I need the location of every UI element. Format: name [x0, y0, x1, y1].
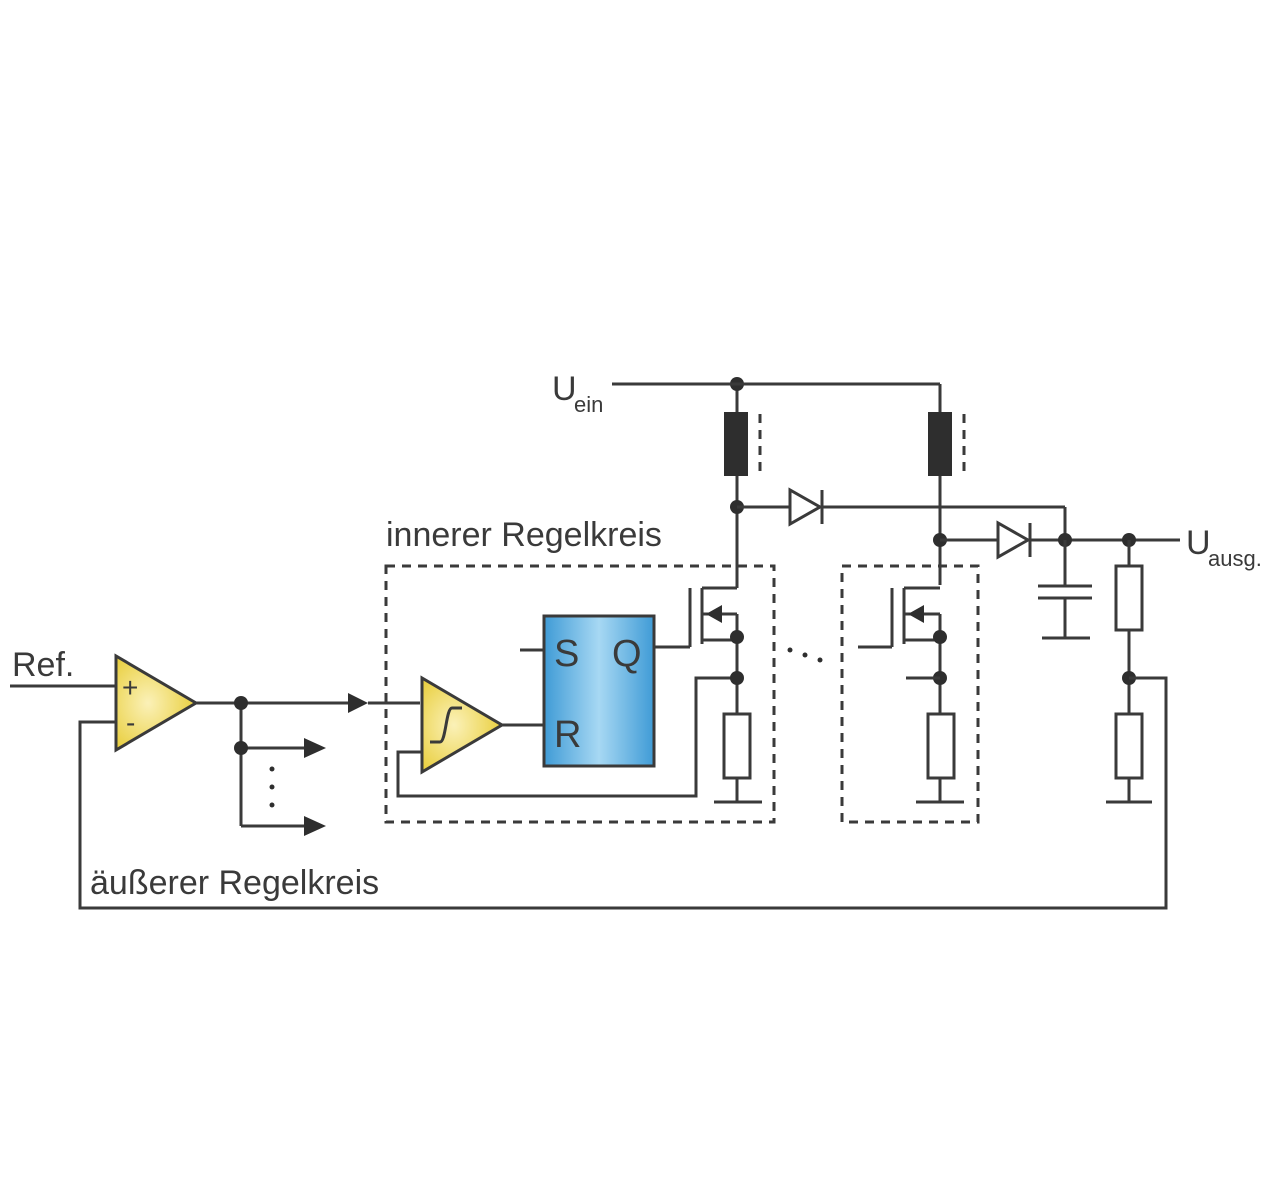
svg-text:U: U	[552, 370, 577, 408]
arrow-branch-n	[304, 816, 326, 836]
outer-loop-label: äußerer Regelkreis	[90, 864, 379, 902]
svg-text:ein: ein	[574, 392, 603, 417]
phase2-power-stage	[612, 382, 966, 804]
inductor-2	[928, 412, 952, 476]
input-voltage-label: U ein	[552, 370, 603, 417]
error-amplifier: + -	[114, 653, 199, 753]
inner-loop-label: innerer Regelkreis	[386, 516, 662, 554]
output-stage	[737, 487, 1180, 804]
svg-text:U: U	[1186, 524, 1211, 562]
phase2-box	[840, 564, 980, 824]
arrow-to-inner-loop	[348, 693, 368, 713]
output-voltage-label: U ausg.	[1186, 524, 1262, 571]
phase-ellipsis	[787, 647, 823, 663]
svg-text:ausg.: ausg.	[1208, 546, 1262, 571]
arrow-branch-2	[304, 738, 326, 758]
opamp-minus-sign: -	[126, 707, 135, 738]
ref-label: Ref.	[12, 646, 74, 684]
diode-1	[788, 487, 824, 527]
sr-flipflop: S R Q	[520, 614, 690, 768]
current-sense-feedback	[396, 676, 737, 798]
current-comparator	[420, 675, 544, 775]
diode-2	[996, 520, 1032, 560]
phase1-power-stage	[688, 377, 762, 804]
flipflop-q-label: Q	[612, 633, 642, 675]
inner-loop-box	[384, 564, 776, 824]
outer-feedback-loop	[78, 676, 1168, 910]
opamp-plus-sign: +	[122, 672, 138, 703]
amp-output-wires	[196, 693, 420, 836]
flipflop-s-label: S	[554, 633, 579, 675]
flipflop-r-label: R	[554, 714, 581, 756]
inductor-1	[724, 412, 748, 476]
